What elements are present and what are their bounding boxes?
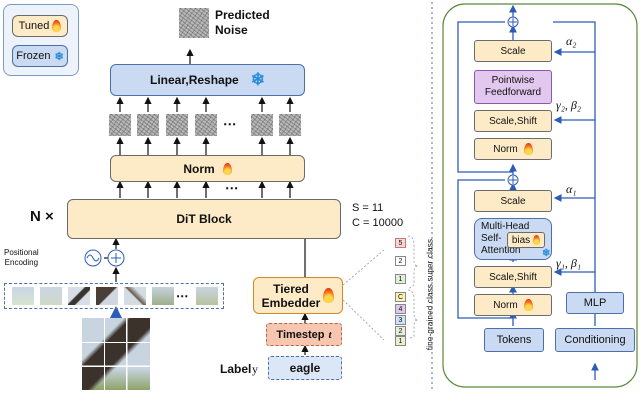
scale-1-label: Scale: [500, 195, 526, 207]
alpha-1-label: α₁: [566, 182, 577, 196]
norm-label: Norm: [183, 161, 215, 176]
snowflake-icon: ❄: [250, 70, 265, 89]
ellipsis: ⋅⋅⋅: [225, 180, 239, 196]
scale-1-box: Scale: [474, 190, 552, 212]
noise-patch: [279, 114, 301, 136]
legend-frozen: Frozen❄: [12, 45, 68, 67]
class-cube: 2: [395, 326, 406, 336]
bias-label: bias: [511, 234, 531, 246]
linear-reshape-label: Linear,Reshape: [150, 73, 239, 87]
snowflake-icon: ❄: [542, 248, 551, 259]
conditioning-label: Conditioning: [564, 334, 626, 346]
ellipsis: ⋅⋅⋅: [176, 289, 189, 304]
tokens-box: Tokens: [484, 328, 544, 352]
scale-shift-1-label: Scale,Shift: [489, 271, 537, 283]
class-cube: 5: [395, 238, 406, 248]
noise-patch: [195, 114, 217, 136]
dit-block-label: DiT Block: [176, 212, 232, 226]
patch-tile: [96, 287, 118, 305]
noise-patch: [251, 114, 273, 136]
patch-tile: [40, 287, 62, 305]
patch-tile: [124, 287, 146, 305]
positional-encoding-label: Positional Encoding: [4, 248, 39, 267]
norm-1-label: Norm: [493, 299, 518, 311]
pointwise-feedforward-box: Pointwise Feedforward: [474, 70, 552, 104]
class-cube: 1: [395, 336, 406, 346]
label-variable: y: [252, 362, 258, 376]
s-count: S = 11: [352, 202, 384, 214]
scale-shift-2-label: Scale,Shift: [489, 115, 537, 127]
norm-1-box: Norm: [474, 294, 552, 316]
noise-patch: [137, 114, 159, 136]
patch-tile: [68, 287, 90, 305]
patch-tile: [196, 287, 218, 305]
label-eagle-text: eagle: [289, 361, 321, 375]
gamma-beta-2-label: γ₂, β₂: [556, 98, 582, 112]
snowflake-icon: ❄: [54, 50, 64, 63]
label-eagle-box: eagle: [268, 356, 342, 380]
hierarchy-vertical-label: fine-grained class super class: [425, 238, 435, 351]
flame-icon: [323, 288, 335, 303]
timestep-variable: t: [328, 328, 332, 341]
class-cube: 2: [395, 256, 406, 266]
tokens-label: Tokens: [496, 334, 532, 346]
class-cube: 1: [395, 274, 406, 284]
c-count: C = 10000: [352, 217, 404, 229]
class-cube: C: [395, 292, 406, 302]
pointwise-feedforward-label: Pointwise Feedforward: [484, 75, 542, 98]
timestep-box: Timestep t: [266, 323, 342, 346]
legend-frozen-label: Frozen: [16, 50, 51, 62]
conditioning-box: Conditioning: [555, 328, 635, 352]
noise-patch: [109, 114, 131, 136]
timestep-label: Timestep: [276, 328, 325, 341]
tiered-embedder-label: Tiered Embedder: [261, 281, 321, 310]
mlp-box: MLP: [566, 292, 624, 314]
n-times-label: N ×: [30, 208, 54, 225]
class-cube: 3: [395, 315, 406, 325]
patch-tile: [152, 287, 174, 305]
flame-icon: [52, 20, 62, 32]
dit-block: DiT Block: [67, 199, 341, 239]
scale-shift-1-box: Scale,Shift: [474, 266, 552, 288]
label-prefix: Label: [220, 362, 252, 376]
bias-box: bias: [507, 232, 545, 248]
predicted-noise-image: [179, 8, 209, 38]
norm-box: Norm: [110, 155, 305, 182]
alpha-2-label: α₂: [566, 34, 577, 48]
ellipsis: ⋅⋅⋅: [223, 116, 237, 132]
mlp-label: MLP: [583, 297, 607, 309]
flame-icon: [222, 162, 232, 175]
norm-2-label: Norm: [493, 143, 518, 155]
scale-2-label: Scale: [500, 45, 526, 57]
tiered-embedder-box: Tiered Embedder: [253, 277, 343, 314]
flame-icon: [523, 143, 533, 155]
linear-reshape-box: Linear,Reshape ❄: [110, 64, 305, 96]
flame-icon: [533, 235, 541, 245]
predicted-noise-label: Predicted Noise: [215, 8, 270, 37]
scale-2-box: Scale: [474, 40, 552, 62]
patch-strip: [4, 283, 224, 309]
multi-head-attention-label: Multi-Head Self- Attention: [481, 221, 530, 256]
legend-tuned: Tuned: [12, 15, 68, 37]
norm-2-box: Norm: [474, 138, 552, 160]
eagle-image: [82, 318, 150, 390]
patch-tile: [12, 287, 34, 305]
gamma-beta-1-label: γ₁, β₁: [556, 256, 582, 270]
class-cube: 4: [395, 304, 406, 314]
flame-icon: [523, 299, 533, 311]
noise-patch: [166, 114, 188, 136]
scale-shift-2-box: Scale,Shift: [474, 110, 552, 132]
legend-tuned-label: Tuned: [18, 20, 50, 32]
